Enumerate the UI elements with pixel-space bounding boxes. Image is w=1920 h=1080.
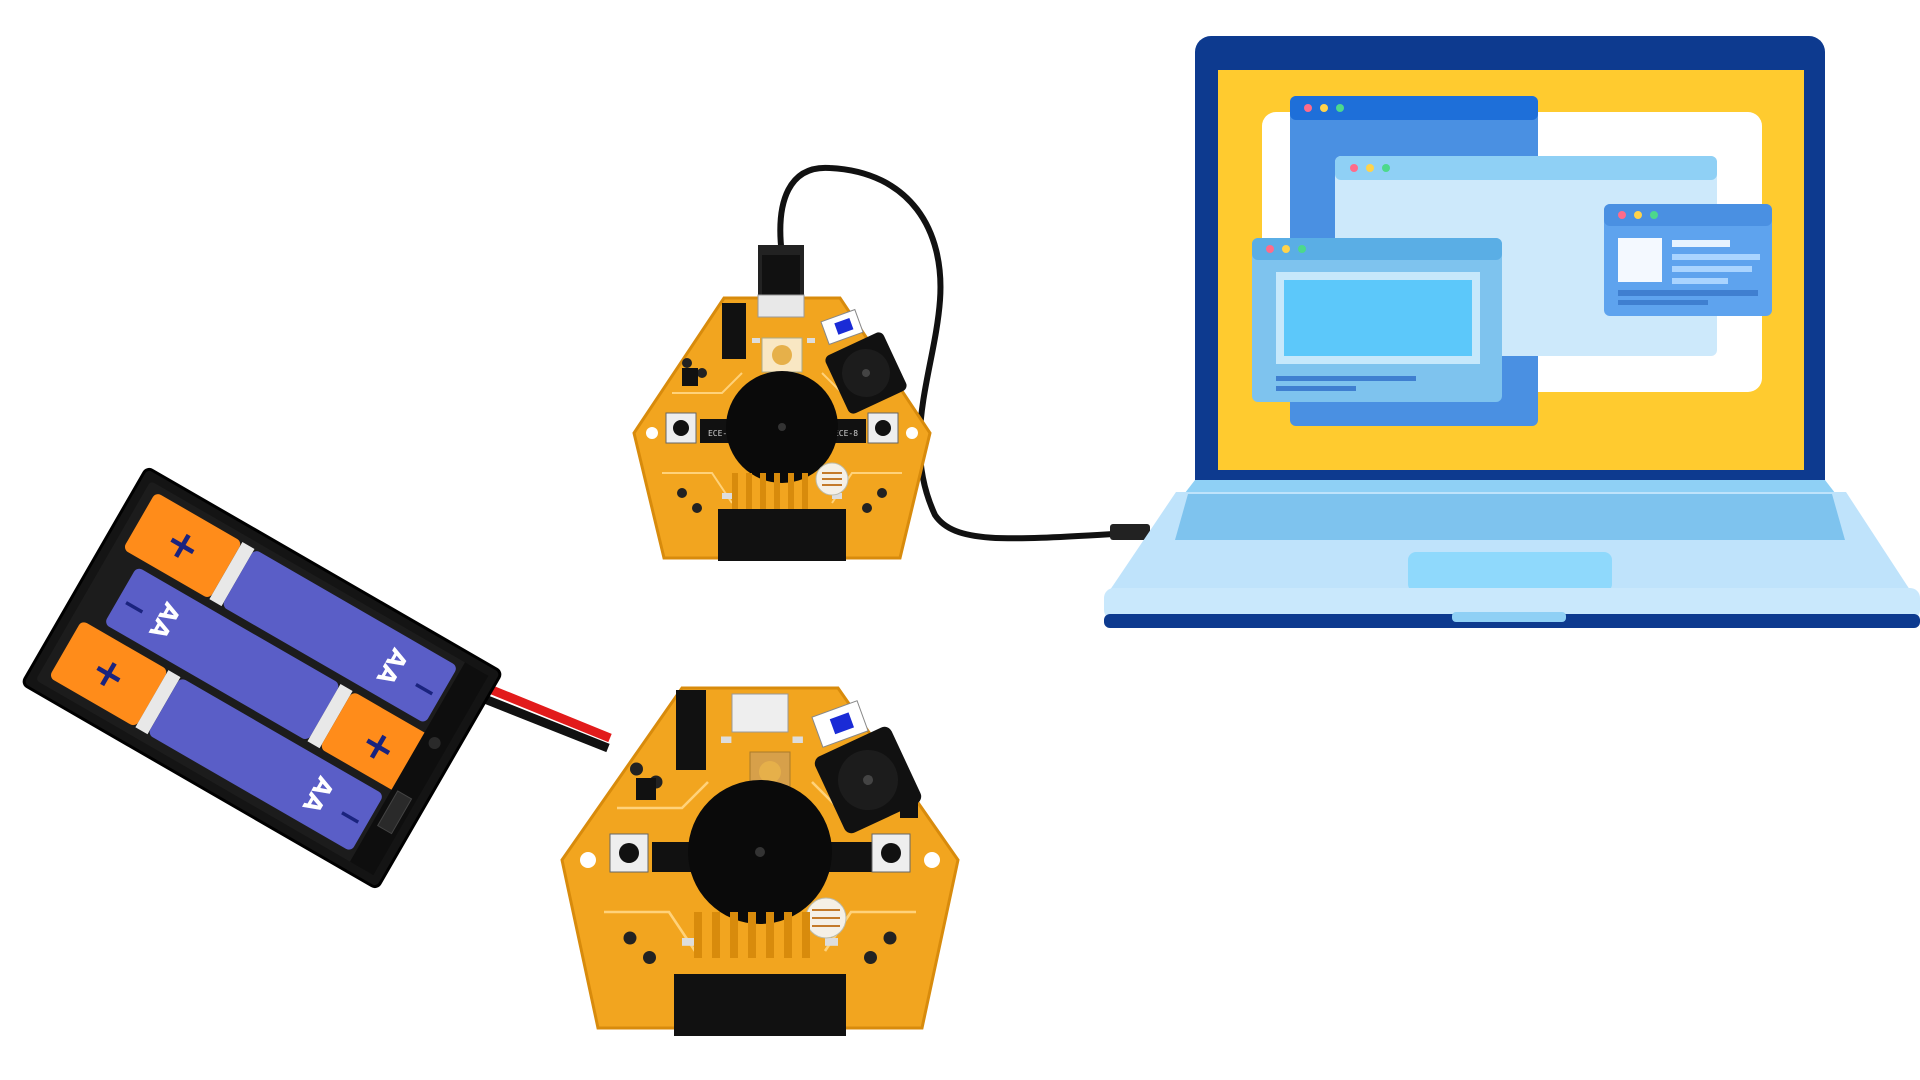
chip-label: ECE-8 — [708, 429, 732, 438]
battery-1: + AA − — [124, 494, 456, 722]
battery-3: + AA − — [50, 622, 382, 850]
usb-cable-icon — [777, 164, 1133, 542]
browser-window-right — [1604, 204, 1772, 316]
microcontroller-board-icon: ECE-8 ECE-8 — [632, 245, 932, 561]
battery-pack-icon: + AA − − AA + + AA − — [22, 467, 612, 889]
laptop-icon — [1104, 36, 1920, 628]
usb-plug — [1110, 524, 1150, 540]
chip-label: ECE-8 — [834, 429, 858, 438]
browser-window-front — [1252, 238, 1502, 402]
microcontroller-board-icon — [560, 686, 960, 1036]
